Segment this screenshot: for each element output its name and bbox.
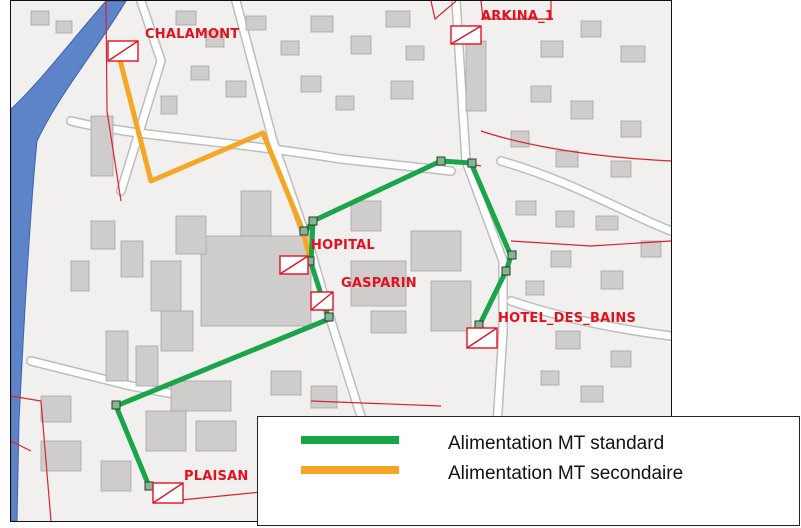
substation-icon[interactable] — [450, 25, 482, 45]
label-arkina: ARKINA_1 — [481, 9, 555, 24]
node[interactable] — [308, 216, 318, 226]
node[interactable] — [299, 226, 309, 236]
parcel-boundaries — [11, 1, 671, 521]
legend-item-standard: Alimentation MT standard — [258, 433, 799, 457]
node[interactable] — [436, 156, 446, 166]
mt-line-secondaire — [116, 53, 314, 266]
map-legend: Alimentation MT standard Alimentation MT… — [257, 416, 800, 526]
map-view[interactable]: CHALAMONT ARKINA_1 HOPITAL GASPARIN HOTE… — [10, 0, 672, 522]
label-hopital: HOPITAL — [311, 238, 375, 253]
substation-icon[interactable] — [152, 482, 184, 504]
node[interactable] — [507, 250, 517, 260]
node[interactable] — [324, 312, 334, 322]
legend-item-secondaire: Alimentation MT secondaire — [258, 463, 799, 487]
label-chalamont: CHALAMONT — [145, 27, 240, 42]
substation-icon[interactable] — [310, 291, 334, 311]
substation-icon[interactable] — [107, 40, 139, 62]
node[interactable] — [467, 158, 477, 168]
network-nodes — [111, 156, 517, 491]
substation-icon[interactable] — [466, 327, 498, 349]
node[interactable] — [144, 481, 154, 491]
substation-icon[interactable] — [279, 255, 309, 275]
node[interactable] — [111, 400, 121, 410]
label-hotel-des-bains: HOTEL_DES_BAINS — [498, 311, 637, 326]
road-network — [26, 1, 671, 521]
substation-markers — [107, 25, 498, 504]
river — [11, 1, 127, 521]
buildings — [30, 10, 662, 492]
label-gasparin: GASPARIN — [341, 276, 417, 291]
label-plaisan: PLAISAN — [184, 469, 249, 484]
green-line-icon — [301, 436, 399, 444]
legend-label-secondaire: Alimentation MT secondaire — [448, 463, 684, 484]
legend-label-standard: Alimentation MT standard — [448, 433, 665, 454]
orange-line-icon — [301, 466, 399, 474]
node[interactable] — [501, 266, 511, 276]
map-canvas — [11, 1, 671, 521]
